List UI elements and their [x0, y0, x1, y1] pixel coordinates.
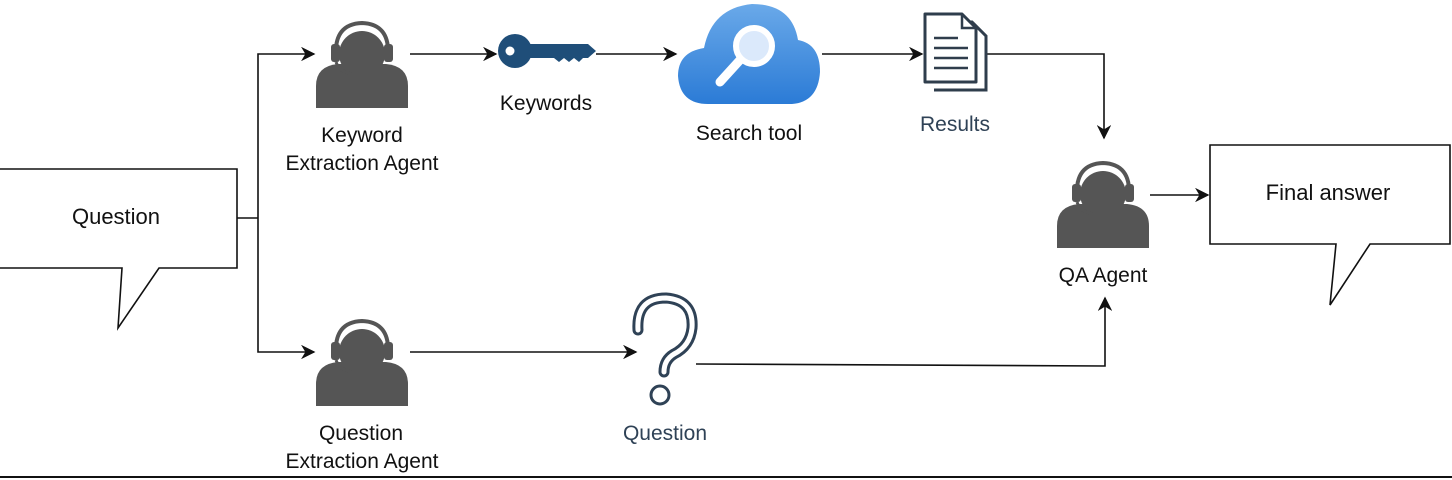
question-node: Question: [623, 292, 707, 445]
question-bubble: Question: [0, 168, 238, 331]
search-tool-node: Search tool: [678, 4, 820, 145]
headset-agent-icon: [314, 319, 410, 408]
connector-to-keyword-agent: [257, 46, 316, 218]
documents-icon: [923, 12, 988, 92]
connectors: [237, 46, 1210, 367]
cloud-search-icon: [678, 4, 820, 104]
search-tool-label: Search tool: [696, 122, 802, 145]
question-node-label: Question: [623, 422, 707, 445]
question-bubble-label: Question: [72, 204, 160, 229]
question-mark-icon: [632, 292, 698, 406]
results-node: Results: [920, 12, 990, 136]
keyword-extraction-agent: Keyword Extraction Agent: [286, 21, 439, 175]
results-label: Results: [920, 113, 990, 136]
headset-agent-icon: [314, 21, 410, 110]
keyword-agent-label-line1: Keyword: [321, 124, 403, 147]
key-icon: [498, 34, 596, 68]
qa-agent: QA Agent: [1055, 161, 1151, 287]
final-answer-bubble: Final answer: [1209, 144, 1451, 306]
keywords-node: Keywords: [498, 34, 596, 115]
connector-to-question-agent: [257, 218, 316, 360]
headset-agent-icon: [1055, 161, 1151, 250]
question-agent-label-line2: Extraction Agent: [286, 450, 439, 473]
keywords-label: Keywords: [500, 92, 592, 115]
qa-agent-label: QA Agent: [1059, 264, 1148, 287]
question-extraction-agent: Question Extraction Agent: [286, 319, 439, 473]
connector-question-to-qa: [695, 296, 1113, 367]
question-agent-label-line1: Question: [319, 422, 403, 445]
connector-results-to-qa: [986, 53, 1112, 140]
keyword-agent-label-line2: Extraction Agent: [286, 152, 439, 175]
final-answer-label: Final answer: [1266, 180, 1391, 205]
